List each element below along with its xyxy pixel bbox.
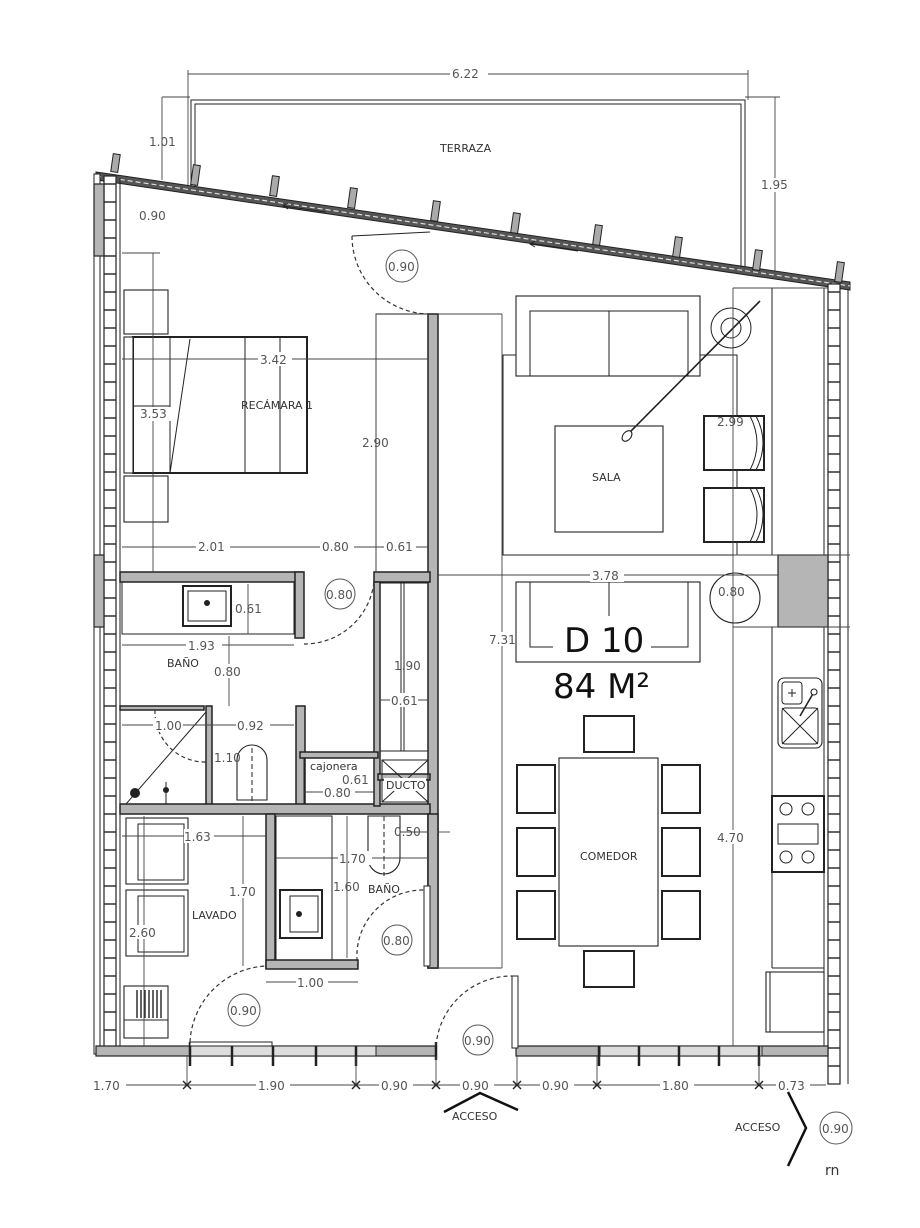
svg-text:0.61: 0.61 bbox=[235, 602, 262, 616]
dimension-recamara: 3.42 0.90 3.53 2.01 0.80 0.61 bbox=[122, 209, 428, 572]
svg-text:1.90: 1.90 bbox=[394, 659, 421, 673]
door-bano-2[interactable]: 0.80 bbox=[356, 889, 425, 969]
svg-text:3.42: 3.42 bbox=[260, 353, 287, 367]
terraza-area: TERRAZA bbox=[190, 99, 746, 268]
room-label-sala: SALA bbox=[592, 471, 621, 484]
room-comedor: COMEDOR 4.70 bbox=[516, 715, 748, 988]
svg-text:0.92: 0.92 bbox=[237, 719, 264, 733]
svg-text:1.90: 1.90 bbox=[258, 1079, 285, 1093]
dimension-sala: 3.78 2.99 bbox=[438, 287, 850, 1046]
svg-text:0.80: 0.80 bbox=[718, 585, 745, 599]
svg-text:0.90: 0.90 bbox=[381, 1079, 408, 1093]
svg-text:ACCESO: ACCESO bbox=[735, 1121, 781, 1134]
svg-text:0.61: 0.61 bbox=[386, 540, 413, 554]
room-bano-2: 1.70 1.60 BAÑO 0.50 1.00 bbox=[266, 815, 450, 990]
svg-text:0.80: 0.80 bbox=[383, 934, 410, 948]
svg-text:0.90: 0.90 bbox=[464, 1034, 491, 1048]
interior-walls bbox=[119, 313, 519, 1049]
svg-text:1.10: 1.10 bbox=[214, 751, 241, 765]
svg-text:1.80: 1.80 bbox=[662, 1079, 689, 1093]
facade-left-window bbox=[93, 173, 121, 1055]
room-label-terraza: TERRAZA bbox=[439, 142, 492, 155]
svg-text:3.78: 3.78 bbox=[592, 569, 619, 583]
svg-text:cajonera: cajonera bbox=[310, 760, 358, 773]
svg-text:2.90: 2.90 bbox=[362, 436, 389, 450]
svg-text:1.70: 1.70 bbox=[93, 1079, 120, 1093]
svg-text:0.80: 0.80 bbox=[322, 540, 349, 554]
svg-text:rn: rn bbox=[825, 1163, 839, 1179]
svg-text:2.01: 2.01 bbox=[198, 540, 225, 554]
svg-text:0.61: 0.61 bbox=[391, 694, 418, 708]
svg-text:1.00: 1.00 bbox=[155, 719, 182, 733]
room-recamara: RECÁMARA 1 2.90 bbox=[123, 289, 429, 573]
acceso-right: ACCESO 0.90 rn bbox=[735, 1091, 853, 1179]
door-bano-1[interactable]: 0.80 bbox=[303, 578, 375, 645]
svg-text:0.50: 0.50 bbox=[394, 825, 421, 839]
svg-text:0.80: 0.80 bbox=[326, 588, 353, 602]
facade-top-window bbox=[95, 153, 851, 291]
svg-text:0.90: 0.90 bbox=[230, 1004, 257, 1018]
svg-text:1.93: 1.93 bbox=[188, 639, 215, 653]
svg-text:0.90: 0.90 bbox=[542, 1079, 569, 1093]
svg-text:0.80: 0.80 bbox=[324, 786, 351, 800]
svg-text:6.22: 6.22 bbox=[452, 67, 479, 81]
svg-text:0.90: 0.90 bbox=[139, 209, 166, 223]
svg-text:2.60: 2.60 bbox=[129, 926, 156, 940]
unit-title: D 10 84 M² bbox=[553, 616, 651, 707]
svg-text:1.70: 1.70 bbox=[339, 852, 366, 866]
room-label-bano-2: BAÑO bbox=[368, 883, 400, 896]
svg-text:4.70: 4.70 bbox=[717, 831, 744, 845]
closet-2: 1.90 0.61 bbox=[379, 582, 429, 752]
room-bano-1: 0.61 1.93 BAÑO 0.80 1.00 0.92 1.10 bbox=[121, 581, 295, 805]
svg-text:1.70: 1.70 bbox=[229, 885, 256, 899]
svg-text:1.63: 1.63 bbox=[184, 830, 211, 844]
svg-text:0.90: 0.90 bbox=[822, 1122, 849, 1136]
door-entry[interactable]: 0.90 bbox=[435, 975, 513, 1056]
room-label-comedor: COMEDOR bbox=[580, 850, 638, 863]
svg-text:0.90: 0.90 bbox=[388, 260, 415, 274]
dimension-terraza-left: 1.01 bbox=[149, 96, 190, 180]
svg-text:DUCTO: DUCTO bbox=[386, 779, 426, 792]
acceso-bottom: ACCESO bbox=[443, 1091, 519, 1123]
dimension-terraza-right: 1.95 bbox=[745, 96, 792, 272]
svg-text:0.80: 0.80 bbox=[214, 665, 241, 679]
svg-text:1.60: 1.60 bbox=[333, 880, 360, 894]
svg-text:1.95: 1.95 bbox=[761, 178, 788, 192]
room-sala: SALA 0.80 bbox=[502, 295, 829, 663]
svg-text:1.01: 1.01 bbox=[149, 135, 176, 149]
door-lavado[interactable]: 0.90 bbox=[189, 965, 267, 1043]
dimension-bottom: 1.70 1.90 0.90 0.90 0.90 1.80 0.73 bbox=[92, 1056, 826, 1093]
svg-text:3.53: 3.53 bbox=[140, 407, 167, 421]
room-lavado: LAVADO 1.63 1.70 2.60 bbox=[122, 816, 266, 1046]
room-label-lavado: LAVADO bbox=[192, 909, 237, 922]
room-label-recamara: RECÁMARA 1 bbox=[241, 399, 313, 412]
unit-id: D 10 bbox=[564, 621, 644, 661]
facade-bottom-wall bbox=[95, 1041, 829, 1066]
kitchen bbox=[765, 677, 825, 1033]
svg-text:0.90: 0.90 bbox=[462, 1079, 489, 1093]
cajonera: cajonera 0.61 0.80 bbox=[303, 757, 375, 805]
svg-text:1.00: 1.00 bbox=[297, 976, 324, 990]
dimension-top-width: 6.22 bbox=[187, 66, 749, 185]
svg-text:0.61: 0.61 bbox=[342, 773, 369, 787]
facade-right-window bbox=[823, 283, 849, 1085]
dimension-unit-depth: 7.31 bbox=[438, 313, 518, 969]
svg-text:2.99: 2.99 bbox=[717, 415, 744, 429]
svg-text:0.73: 0.73 bbox=[778, 1079, 805, 1093]
door-terraza[interactable]: 0.90 bbox=[351, 231, 431, 315]
ducto: DUCTO bbox=[381, 759, 429, 803]
room-label-bano-1: BAÑO bbox=[167, 657, 199, 670]
svg-text:ACCESO: ACCESO bbox=[452, 1110, 498, 1123]
svg-text:7.31: 7.31 bbox=[489, 633, 516, 647]
unit-area: 84 M² bbox=[553, 667, 650, 707]
